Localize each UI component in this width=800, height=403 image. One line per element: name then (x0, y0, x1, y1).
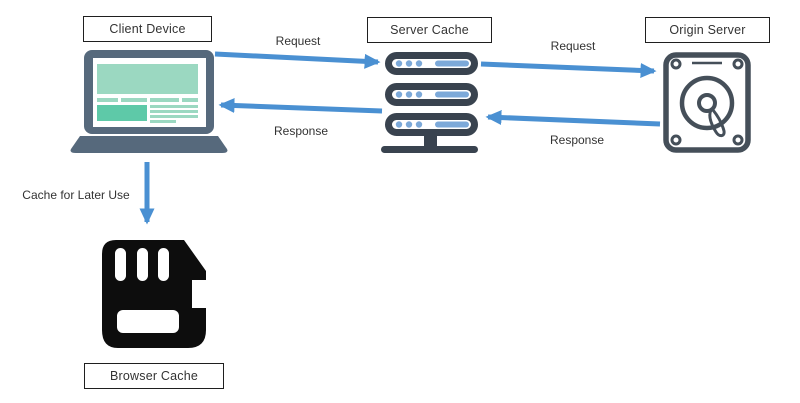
origin-server-label-box: Origin Server (645, 17, 770, 43)
hard-disk-icon (663, 52, 751, 153)
server-unit (385, 113, 478, 136)
client-device-label: Client Device (109, 22, 186, 36)
server-leds (395, 60, 423, 128)
laptop-base (70, 136, 228, 153)
hdd-spindle (697, 93, 717, 113)
hdd-platter (679, 75, 735, 131)
response-label-right: Response (549, 133, 605, 147)
request-arrow-right (480, 61, 657, 78)
hdd-actuator-arm (708, 108, 726, 138)
request-label-left: Request (275, 34, 321, 48)
server-stack-icon (381, 52, 478, 153)
server-unit (385, 83, 478, 106)
sd-card-contacts (115, 248, 169, 281)
request-label-right: Request (550, 39, 596, 53)
screen-menu-bars (97, 98, 198, 102)
screen-hero-block (97, 64, 198, 94)
client-device-label-box: Client Device (83, 16, 212, 42)
response-arrow-right (485, 110, 661, 127)
sd-card-label-area (117, 310, 179, 333)
server-stand (424, 135, 437, 148)
server-unit (385, 52, 478, 75)
response-arrow-left (218, 98, 383, 114)
request-arrow-left (214, 51, 381, 69)
browser-cache-label-box: Browser Cache (84, 363, 224, 389)
cache-note-label: Cache for Later Use (22, 188, 130, 202)
screen-side-block (97, 105, 147, 121)
sd-card-icon (102, 240, 206, 348)
server-drive-bars (435, 60, 469, 128)
browser-cache-label: Browser Cache (109, 369, 199, 383)
server-cache-label: Server Cache (390, 23, 469, 37)
screen-text-lines (150, 105, 198, 123)
hdd-screws (670, 58, 744, 146)
server-cache-label-box: Server Cache (367, 17, 492, 43)
response-label-left: Response (273, 124, 329, 138)
laptop-icon (70, 50, 228, 153)
hdd-case (663, 52, 751, 153)
server-base (381, 146, 478, 153)
origin-server-label: Origin Server (669, 23, 746, 37)
